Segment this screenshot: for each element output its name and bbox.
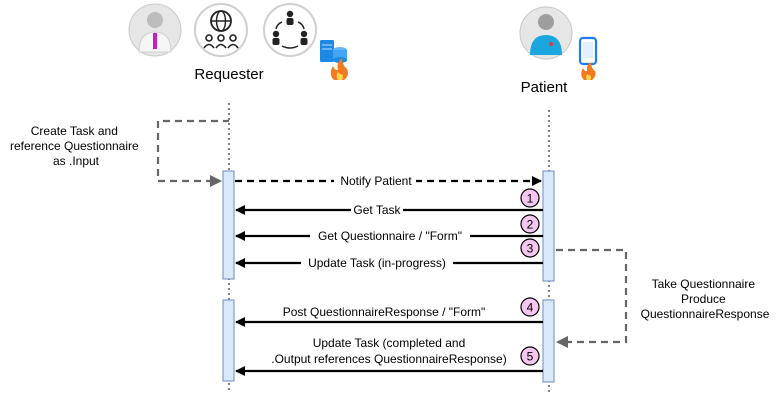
create-task-note-line2: reference Questionnaire — [10, 139, 139, 153]
create-task-note-line3: as .Input — [53, 154, 100, 168]
requester-label: Requester — [194, 66, 263, 83]
step-badge-5 — [520, 346, 540, 366]
step-badge-3 — [520, 238, 540, 258]
doctor-avatar-icon — [128, 3, 182, 57]
requester-activation-1 — [222, 170, 235, 280]
step-badge-3-number: 3 — [527, 242, 534, 256]
post-questionnaire-response-label: Post QuestionnaireResponse / "Form" — [283, 305, 486, 319]
fhir-server-icon — [320, 40, 348, 80]
step-badge-1 — [520, 188, 540, 208]
update-task-completed-label-line1: Update Task (completed and — [313, 336, 466, 350]
smartphone-fhir-icon — [578, 36, 598, 80]
patient-label: Patient — [521, 79, 569, 96]
requester-activation-2 — [222, 299, 235, 382]
step-badge-2 — [520, 214, 540, 234]
step-badge-4-number: 4 — [527, 301, 534, 315]
create-task-self-arrow — [156, 119, 229, 181]
update-task-inprogress-label: Update Task (in-progress) — [308, 256, 446, 270]
get-questionnaire-label: Get Questionnaire / "Form" — [318, 229, 462, 243]
patient-activation-2 — [542, 299, 555, 383]
step-badge-2-number: 2 — [527, 218, 534, 232]
get-task-label: Get Task — [353, 203, 401, 217]
take-questionnaire-note-line1: Take Questionnaire — [652, 277, 756, 291]
patient-avatar-icon — [519, 6, 573, 60]
step-badge-4 — [520, 297, 540, 317]
notify-patient-label: Notify Patient — [340, 174, 412, 188]
take-questionnaire-note: Take Questionnaire Produce Questionnaire… — [641, 277, 770, 321]
create-task-note-line1: Create Task and — [31, 124, 118, 138]
take-questionnaire-note-line3: QuestionnaireResponse — [641, 307, 770, 321]
team-cycle-icon — [263, 3, 317, 57]
globe-network-icon — [194, 3, 248, 57]
step-badge-1-number: 1 — [527, 192, 534, 206]
create-task-note: Create Task and reference Questionnaire … — [10, 124, 142, 168]
step-badge-5-number: 5 — [527, 350, 534, 364]
patient-activation-1 — [542, 170, 555, 282]
take-questionnaire-self-arrow — [556, 248, 628, 348]
update-task-completed-label-line2: .Output references QuestionnaireResponse… — [271, 352, 506, 366]
take-questionnaire-note-line2: Produce — [681, 292, 726, 306]
